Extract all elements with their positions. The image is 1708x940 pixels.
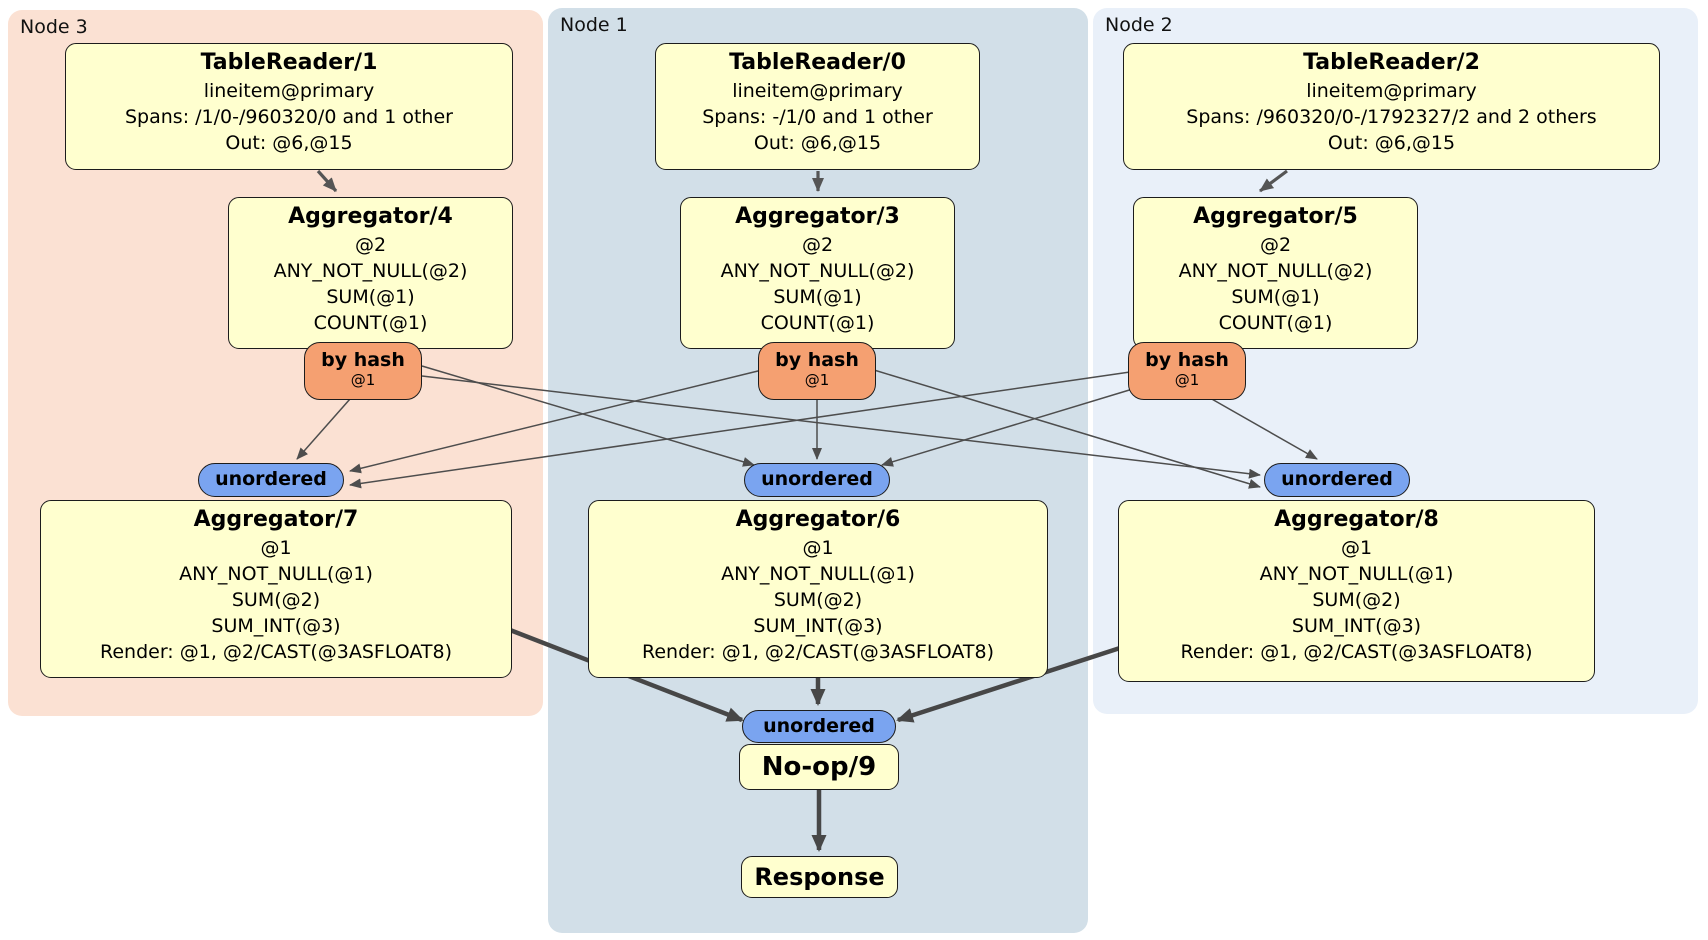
processor-detail: ANY_NOT_NULL(@2) — [1178, 260, 1373, 282]
processor-title: Aggregator/6 — [735, 507, 901, 532]
processor-title: Aggregator/3 — [735, 204, 900, 229]
router-by-hash-node3: by hash @1 — [304, 342, 422, 400]
router-label: by hash — [321, 349, 405, 371]
processor-detail: lineitem@primary — [732, 80, 903, 102]
processor-title: TableReader/2 — [1303, 50, 1480, 75]
processor-detail: lineitem@primary — [1306, 80, 1477, 102]
processor-title: Aggregator/8 — [1274, 507, 1439, 532]
sync-label: unordered — [763, 715, 875, 737]
sync-label: unordered — [215, 468, 327, 490]
router-detail: @1 — [804, 371, 830, 389]
response-box: Response — [741, 856, 898, 898]
processor-detail: ANY_NOT_NULL(@2) — [273, 260, 468, 282]
processor-detail: ANY_NOT_NULL(@1) — [1259, 563, 1454, 585]
processor-title: Aggregator/7 — [193, 507, 359, 532]
processor-title: TableReader/0 — [729, 50, 906, 75]
processor-detail: COUNT(@1) — [1218, 312, 1333, 334]
processor-detail: SUM(@2) — [773, 589, 863, 611]
router-label: by hash — [775, 349, 859, 371]
processor-detail: @1 — [802, 537, 834, 559]
node-group-2-label: Node 2 — [1105, 14, 1173, 36]
router-detail: @1 — [350, 371, 376, 389]
processor-detail: SUM(@2) — [1312, 589, 1401, 611]
processor-aggregator-4: Aggregator/4 @2 ANY_NOT_NULL(@2) SUM(@1)… — [228, 197, 513, 349]
processor-detail: @2 — [354, 234, 387, 256]
processor-detail: COUNT(@1) — [313, 312, 428, 334]
router-by-hash-node1: by hash @1 — [758, 342, 876, 400]
processor-aggregator-5: Aggregator/5 @2 ANY_NOT_NULL(@2) SUM(@1)… — [1133, 197, 1418, 349]
processor-aggregator-6: Aggregator/6 @1 ANY_NOT_NULL(@1) SUM(@2)… — [588, 500, 1048, 678]
processor-aggregator-3: Aggregator/3 @2 ANY_NOT_NULL(@2) SUM(@1)… — [680, 197, 955, 349]
router-to-sync-edges — [296, 365, 1318, 489]
processor-detail: @1 — [260, 537, 292, 559]
processor-title: Aggregator/4 — [288, 204, 453, 229]
processor-detail: @1 — [1340, 537, 1373, 559]
sync-unordered-node1: unordered — [744, 463, 890, 497]
processor-detail: SUM(@1) — [1231, 286, 1320, 308]
processor-detail: Spans: /960320/0-/1792327/2 and 2 others — [1186, 106, 1597, 128]
processor-detail: SUM(@2) — [231, 589, 321, 611]
processor-noop-9: No-op/9 — [739, 744, 899, 790]
processor-detail: @2 — [801, 234, 834, 256]
processor-detail: SUM_INT(@3) — [1291, 615, 1422, 637]
processor-tablereader-2: TableReader/2 lineitem@primary Spans: /9… — [1123, 43, 1660, 170]
processor-detail: Render: @1, @2/CAST(@3ASFLOAT8) — [642, 641, 994, 663]
processor-detail: SUM_INT(@3) — [211, 615, 341, 637]
processor-detail: Out: @6,@15 — [753, 132, 882, 154]
processor-aggregator-8: Aggregator/8 @1 ANY_NOT_NULL(@1) SUM(@2)… — [1118, 500, 1595, 682]
processor-detail: lineitem@primary — [203, 80, 375, 102]
sync-unordered-node3: unordered — [198, 463, 344, 497]
tr-to-agg-edges — [316, 169, 1288, 193]
sync-unordered-node2: unordered — [1264, 463, 1410, 497]
processor-detail: Render: @1, @2/CAST(@3ASFLOAT8) — [100, 641, 452, 663]
processor-aggregator-7: Aggregator/7 @1 ANY_NOT_NULL(@1) SUM(@2)… — [40, 500, 512, 678]
processor-detail: Out: @6,@15 — [225, 132, 353, 154]
node-group-1-label: Node 1 — [560, 14, 628, 36]
processor-detail: SUM(@1) — [773, 286, 862, 308]
router-by-hash-node2: by hash @1 — [1128, 342, 1246, 400]
processor-detail: Spans: /1/0-/960320/0 and 1 other — [125, 106, 453, 128]
sync-label: unordered — [761, 468, 873, 490]
processor-detail: SUM_INT(@3) — [753, 615, 883, 637]
processor-detail: Spans: -/1/0 and 1 other — [702, 106, 933, 128]
processor-title: No-op/9 — [761, 752, 877, 782]
processor-detail: ANY_NOT_NULL(@2) — [720, 260, 915, 282]
processor-title: Aggregator/5 — [1193, 204, 1358, 229]
processor-detail: SUM(@1) — [326, 286, 415, 308]
node-group-3-label: Node 3 — [20, 16, 88, 38]
router-label: by hash — [1145, 349, 1229, 371]
processor-detail: COUNT(@1) — [760, 312, 875, 334]
processor-tablereader-1: TableReader/1 lineitem@primary Spans: /1… — [65, 43, 513, 170]
processor-detail: Render: @1, @2/CAST(@3ASFLOAT8) — [1180, 641, 1533, 663]
processor-detail: Out: @6,@15 — [1327, 132, 1456, 154]
processor-title: TableReader/1 — [200, 50, 378, 75]
response-title: Response — [754, 863, 885, 891]
router-detail: @1 — [1174, 371, 1200, 389]
processor-tablereader-0: TableReader/0 lineitem@primary Spans: -/… — [655, 43, 980, 170]
sync-label: unordered — [1281, 468, 1393, 490]
processor-detail: ANY_NOT_NULL(@1) — [179, 563, 373, 585]
processor-detail: ANY_NOT_NULL(@1) — [721, 563, 915, 585]
sync-unordered-output: unordered — [742, 710, 896, 743]
processor-detail: @2 — [1259, 234, 1292, 256]
